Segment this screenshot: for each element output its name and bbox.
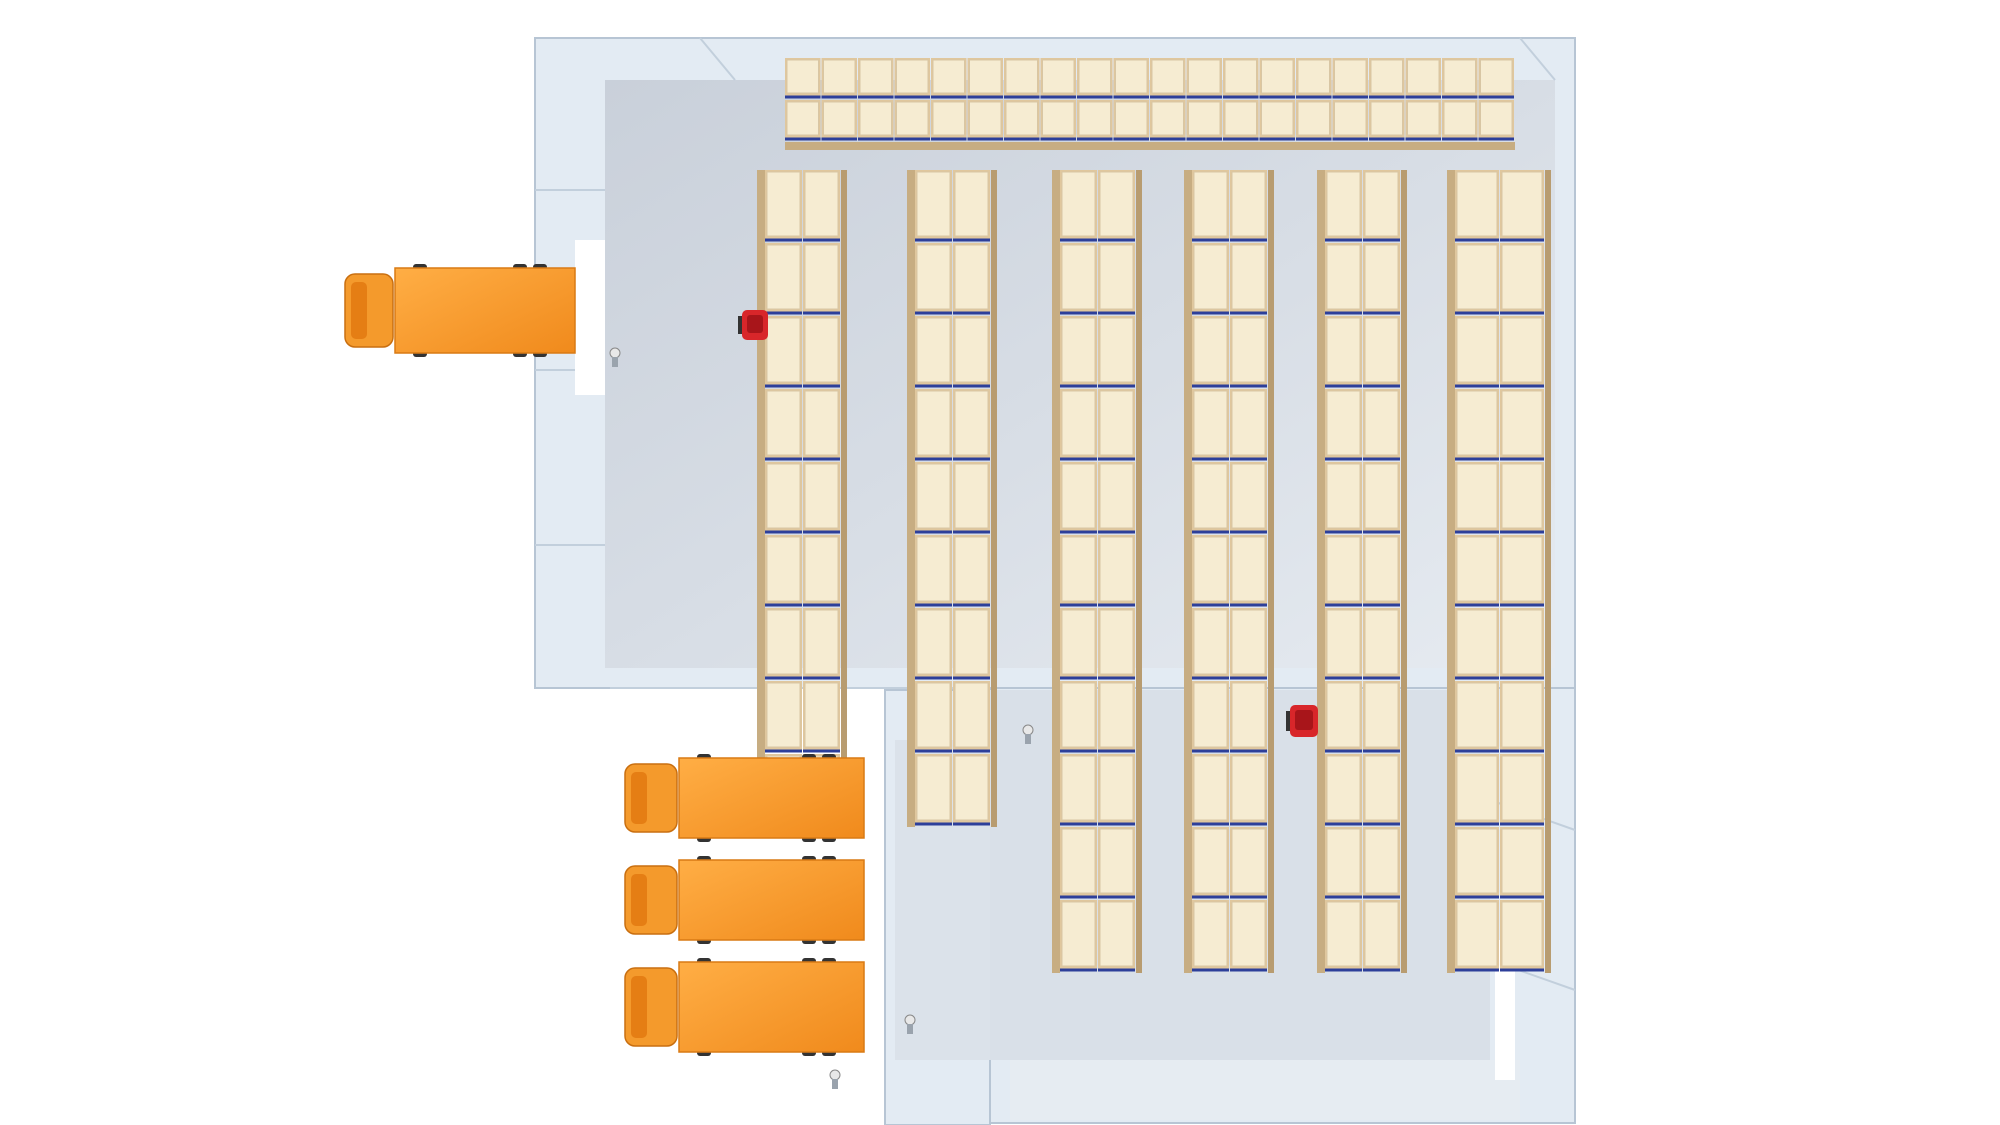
worker: [829, 1069, 841, 1089]
forklift: [1286, 705, 1318, 737]
rack: [1317, 170, 1407, 973]
truck: [624, 958, 865, 1056]
dock-door-left: [575, 240, 605, 395]
truck: [344, 264, 576, 357]
forklifts: [738, 310, 1318, 737]
truck: [624, 754, 865, 842]
dock-door-right: [1495, 940, 1515, 1080]
worker: [904, 1014, 916, 1034]
storage-racks: [757, 170, 1551, 973]
worker: [609, 347, 621, 367]
top-rack-row: [785, 58, 1515, 150]
trucks: [344, 264, 865, 1056]
forklift: [738, 310, 768, 340]
rack: [1184, 170, 1274, 973]
worker: [1022, 724, 1034, 744]
rack: [907, 170, 997, 827]
truck: [624, 856, 865, 944]
rack: [1447, 170, 1551, 973]
rack: [1052, 170, 1142, 973]
rack: [757, 170, 847, 827]
workers: [609, 347, 1034, 1089]
